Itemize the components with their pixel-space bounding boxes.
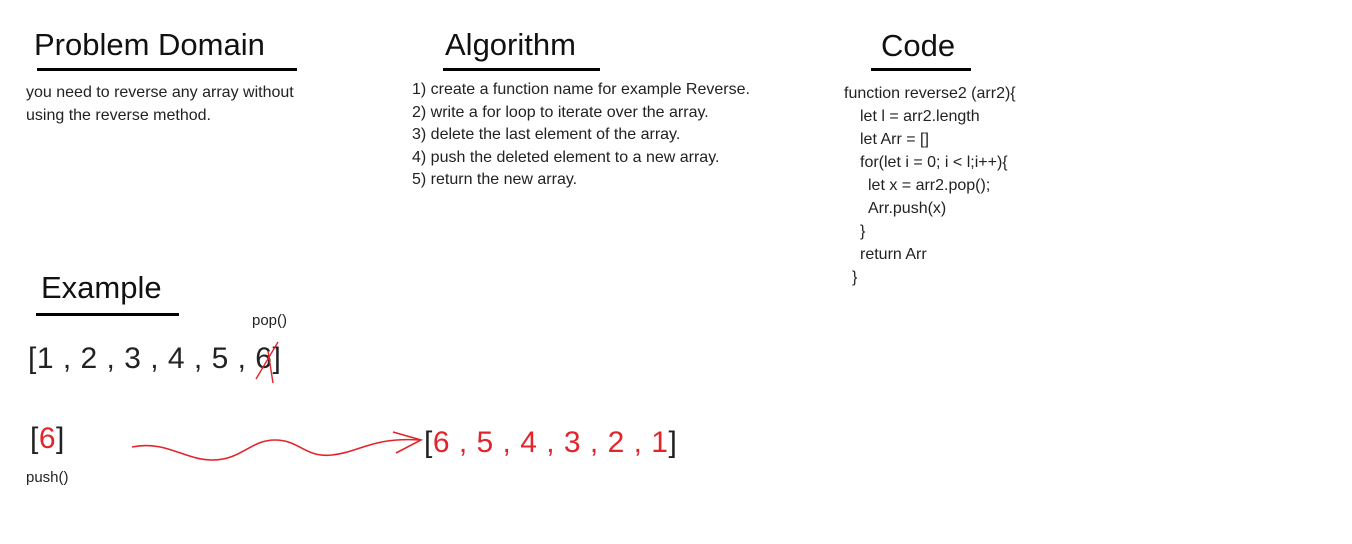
problem-domain-heading: Problem Domain xyxy=(34,27,265,62)
example-underline xyxy=(36,313,179,316)
algorithm-step: 5) return the new array. xyxy=(412,171,578,188)
code-line: } xyxy=(852,269,858,286)
algorithm-underline xyxy=(443,68,600,71)
code-underline xyxy=(871,68,971,71)
result-array-values: 6 , 5 , 4 , 3 , 2 , 1 xyxy=(432,426,669,459)
code-heading: Code xyxy=(881,28,956,63)
result-array: [6 , 5 , 4 , 3 , 2 , 1] xyxy=(424,426,677,460)
original-array-close: ] xyxy=(272,342,282,375)
algorithm-step: 2) write a for loop to iterate over the … xyxy=(412,103,709,121)
code-line: return Arr xyxy=(860,246,927,263)
code-line: } xyxy=(860,223,866,240)
original-array: [1 , 2 , 3 , 4 , 5 , 6] xyxy=(28,342,281,376)
code-block: function reverse2 (arr2){ let l = arr2.l… xyxy=(844,82,1016,289)
algorithm-step: 1) create a function name for example Re… xyxy=(412,81,750,98)
code-line: let x = arr2.pop(); xyxy=(868,177,991,194)
code-line: function reverse2 (arr2){ xyxy=(844,85,1016,102)
code-line: let Arr = [] xyxy=(860,131,929,148)
result-array-open: [ xyxy=(424,426,433,459)
wavy-arrow-head xyxy=(392,431,424,454)
result-array-close: ] xyxy=(668,426,678,459)
code-line: let l = arr2.length xyxy=(860,108,980,125)
strike-mark xyxy=(255,341,279,384)
wavy-arrow xyxy=(131,438,421,461)
popped-array-value: 6 xyxy=(38,422,57,455)
original-array-prefix: [1 , 2 , 3 , 4 , 5 , xyxy=(28,342,256,375)
popped-array-open: [ xyxy=(30,422,39,455)
problem-line: using the reverse method. xyxy=(26,106,211,124)
code-line: Arr.push(x) xyxy=(868,200,947,217)
popped-array: [6] xyxy=(30,422,65,456)
problem-description: you need to reverse any array without us… xyxy=(26,82,294,127)
example-heading: Example xyxy=(41,270,162,305)
algorithm-heading: Algorithm xyxy=(445,27,576,62)
problem-domain-underline xyxy=(37,68,297,71)
popped-array-close: ] xyxy=(56,422,65,455)
pop-label: pop() xyxy=(252,312,288,329)
original-array-last-element: 6 xyxy=(255,342,273,375)
algorithm-step: 3) delete the last element of the array. xyxy=(412,126,681,143)
algorithm-steps: 1) create a function name for example Re… xyxy=(412,79,750,192)
code-line: for(let i = 0; i < l;i++){ xyxy=(860,154,1008,171)
push-label: push() xyxy=(26,469,69,486)
problem-line: you need to reverse any array without xyxy=(26,84,294,101)
algorithm-step: 4) push the deleted element to a new arr… xyxy=(412,148,720,166)
